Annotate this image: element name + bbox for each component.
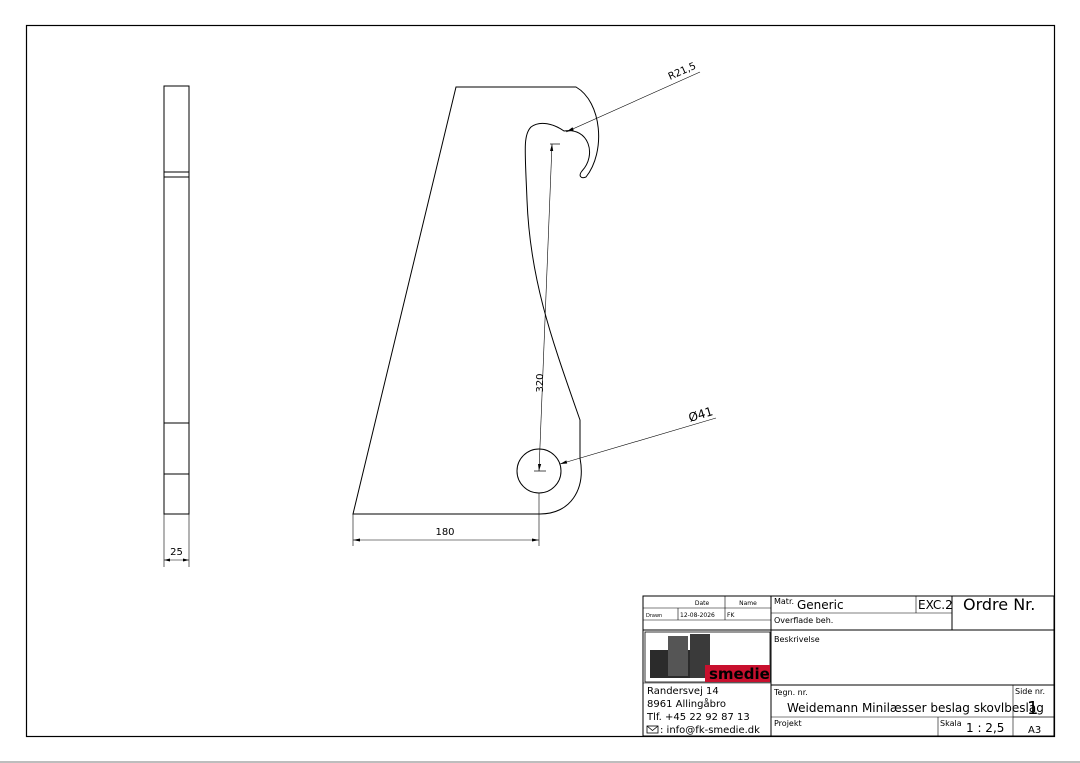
header-name: Name (739, 600, 757, 607)
logo-letter-block (668, 636, 688, 676)
arrowhead (538, 464, 542, 471)
thickness-dimension: 25 (170, 547, 183, 558)
surface-label: Overflade beh. (774, 616, 833, 625)
height-dim-line (538, 143, 553, 472)
description-label: Beskrivelse (774, 635, 820, 644)
mail-icon (646, 725, 659, 734)
arrowhead (532, 538, 539, 542)
side-view (163, 85, 190, 567)
drawn-name: FK (727, 612, 735, 619)
page-label: Side nr. (1015, 687, 1045, 696)
execution-class: EXC.2 (918, 598, 953, 612)
diameter-leader (559, 417, 717, 465)
address-line-3: Tlf. +45 22 92 87 13 (646, 712, 750, 723)
page-number: 1 (1027, 698, 1038, 719)
drawn-date: 12-08-2026 (680, 612, 715, 619)
scale-label: Skala (940, 719, 962, 728)
header-date: Date (695, 600, 710, 607)
company-logo: smedie (644, 631, 771, 683)
drawing-number-label: Tegn. nr. (773, 688, 808, 697)
height-dimension: 320 (535, 373, 546, 392)
address-line-2: 8961 Allingåbro (647, 697, 726, 710)
width-dimension: 180 (435, 527, 454, 538)
project-label: Projekt (774, 719, 802, 728)
email: : info@fk-smedie.dk (660, 725, 760, 736)
material-label: Matr. (774, 597, 794, 606)
address-line-1: Randersvej 14 (647, 686, 719, 697)
drawing-frame (25, 24, 1056, 738)
paper-size: A3 (1028, 725, 1041, 736)
radius-leader (565, 71, 701, 133)
arrowhead (183, 558, 189, 562)
arrowhead (560, 460, 568, 464)
diameter-dimension: Ø41 (687, 404, 715, 425)
arrowhead (353, 538, 360, 542)
logo-text: smedie (709, 665, 770, 683)
plate-outline (352, 86, 600, 515)
arrowhead (164, 558, 170, 562)
title-block-border (642, 595, 1055, 737)
scale-value: 1 : 2,5 (966, 721, 1004, 735)
drawing-title: Weidemann Minilæsser beslag skovlbeslag (787, 701, 1044, 715)
arrowhead (566, 127, 574, 132)
logo-red-band (705, 665, 770, 682)
front-view (352, 71, 717, 546)
title-block (642, 595, 1055, 737)
order-number-label: Ordre Nr. (963, 595, 1035, 614)
row-drawn-label: Drawn (646, 613, 662, 619)
side-view-plate (163, 85, 190, 515)
material-value: Generic (797, 598, 844, 612)
arrowhead (550, 144, 554, 151)
